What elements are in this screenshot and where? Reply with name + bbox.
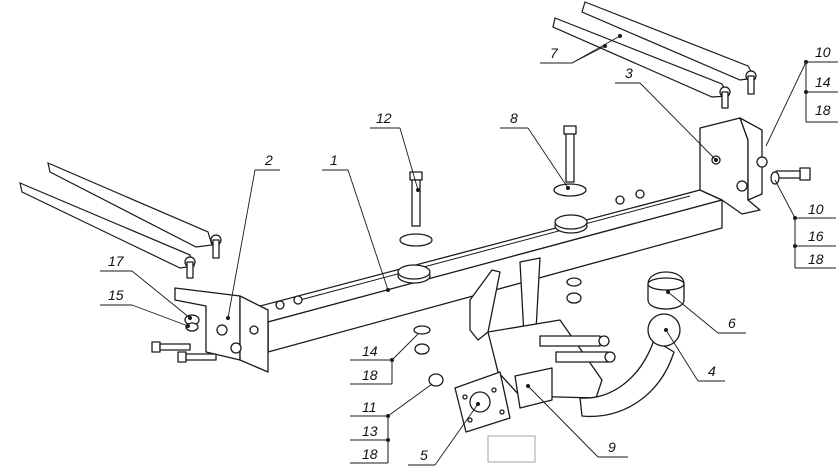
- callout-1: 1: [330, 152, 338, 168]
- callout-4: 4: [708, 363, 716, 379]
- bottom-bolts: [514, 367, 553, 409]
- callout-stack-right-top: 10 14 18: [765, 44, 838, 147]
- right-mounting-straps: [552, 1, 757, 109]
- callout-8: 8: [510, 110, 518, 126]
- vertical-bolt-12: [399, 171, 433, 247]
- stack-right-bolt-2: 18: [808, 251, 824, 267]
- callout-15-leader: [131, 304, 189, 327]
- callout-17: 17: [108, 253, 125, 269]
- callout-9: 9: [608, 439, 616, 455]
- vertical-bolt-8: [553, 125, 587, 197]
- socket-plate: [454, 371, 511, 433]
- callout-stack-left-mid: 14 18: [350, 333, 419, 385]
- stack-left-mid-1: 18: [362, 367, 378, 383]
- stack-right-bolt-0: 10: [808, 201, 824, 217]
- callout-7: 7: [550, 45, 559, 61]
- stack-bottom-left-0: 11: [362, 399, 377, 415]
- socket-label-box: [487, 435, 536, 463]
- tow-ball-cap: [647, 271, 685, 310]
- callout-5: 5: [420, 447, 428, 463]
- stack-left-mid-leader: [391, 333, 419, 361]
- stack-right-top-2: 18: [815, 102, 831, 118]
- callout-2: 2: [264, 152, 273, 168]
- callout-3: 3: [625, 65, 633, 81]
- callout-stack-right-bolt: 10 16 18: [774, 179, 836, 269]
- callout-8-leader: [527, 127, 569, 189]
- callout-4-leader: [665, 329, 699, 382]
- stack-right-top-1: 14: [815, 74, 831, 90]
- callout-15: 15: [108, 287, 124, 303]
- callout-5-leader: [434, 403, 479, 466]
- callout-6: 6: [728, 315, 736, 331]
- callout-6-leader: [667, 291, 719, 334]
- callout-12-leader: [399, 127, 419, 191]
- right-side-bolt: [770, 167, 811, 185]
- right-side-bracket: [699, 117, 768, 215]
- stack-bottom-left-1: 13: [362, 423, 378, 439]
- callout-3-leader: [639, 82, 717, 161]
- stack-right-bolt-1: 16: [808, 228, 824, 244]
- callout-1-leader: [347, 169, 389, 291]
- callout-stack-bottom-left: 11 13 18: [350, 383, 433, 464]
- stack-right-top-0: 10: [815, 44, 831, 60]
- callout-2-leader: [227, 169, 256, 319]
- center-nuts-washers: [413, 277, 582, 387]
- callout-7-leader-b: [571, 45, 606, 64]
- callout-9-leader: [527, 385, 599, 458]
- left-mounting-straps: [19, 161, 222, 279]
- left-fasteners: [151, 314, 217, 363]
- stack-bottom-left-2: 18: [362, 446, 378, 462]
- callout-12: 12: [376, 110, 392, 126]
- stack-left-mid-0: 14: [362, 343, 378, 359]
- left-side-bracket: [174, 287, 269, 373]
- stack-right-bolt-leader: [774, 179, 796, 219]
- callout-17-leader: [131, 270, 191, 319]
- stack-bottom-left-leader: [387, 383, 433, 417]
- stack-right-top-leader: [765, 61, 807, 147]
